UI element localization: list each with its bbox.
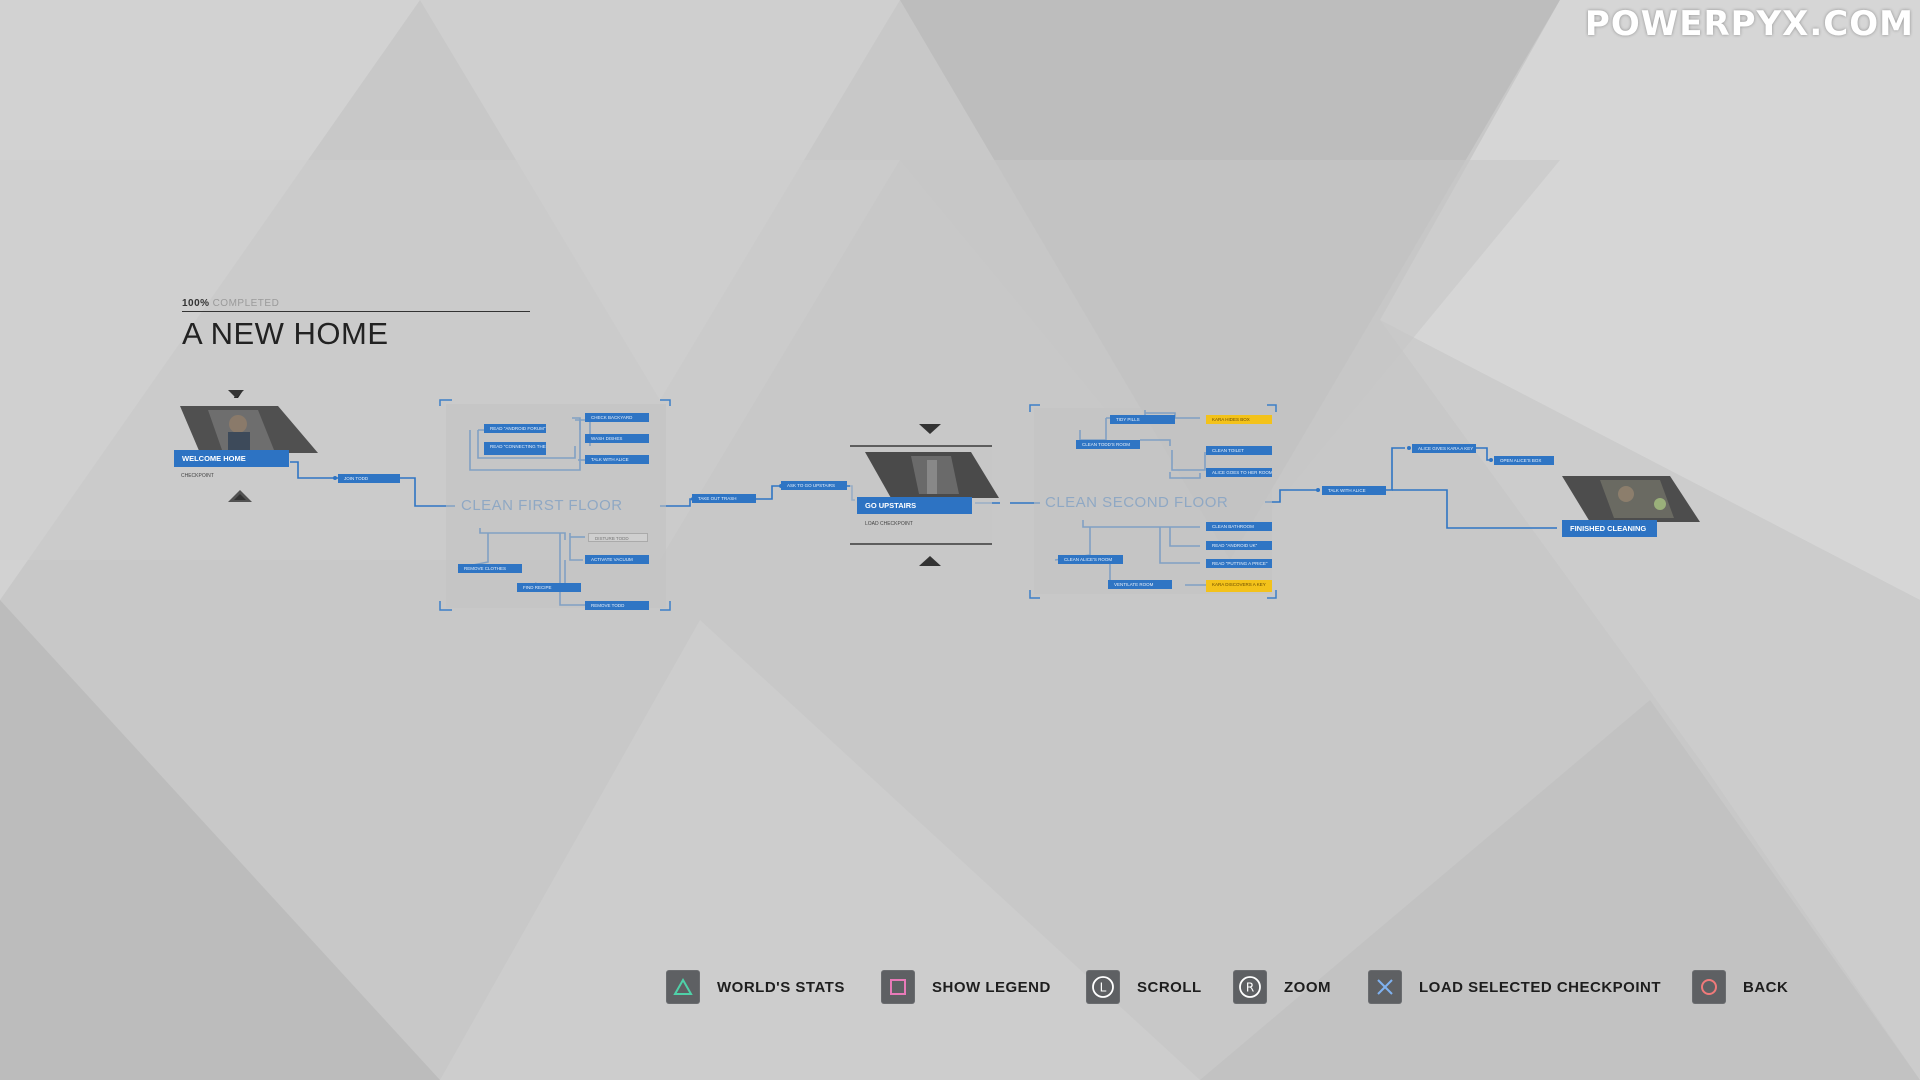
svg-text:L: L bbox=[1100, 981, 1107, 995]
node-read-connecting-dots[interactable]: READ "CONNECTING THE DOTS" bbox=[484, 442, 546, 455]
node-disturb-todd[interactable]: DISTURB TODD bbox=[588, 533, 648, 542]
watermark: POWERPYX.COM bbox=[1584, 4, 1914, 44]
node-activate-vacuum[interactable]: ACTIVATE VACUUM bbox=[585, 555, 649, 564]
node-remove-todd[interactable]: REMOVE TODD bbox=[585, 601, 649, 610]
prompt-label: SCROLL bbox=[1137, 978, 1202, 996]
load-checkpoint-label[interactable]: LOAD CHECKPOINT bbox=[865, 521, 913, 527]
finished-cleaning-thumbnail[interactable] bbox=[1560, 470, 1710, 536]
circle-button-icon bbox=[1692, 970, 1726, 1004]
prompt-zoom[interactable]: R ZOOM bbox=[1233, 968, 1331, 1006]
chapter-title: A NEW HOME bbox=[182, 316, 389, 351]
go-upstairs-label[interactable]: GO UPSTAIRS bbox=[857, 497, 972, 514]
node-talk-with-alice[interactable]: TALK WITH ALICE bbox=[585, 455, 649, 464]
go-upstairs-thumbnail[interactable] bbox=[855, 420, 1005, 570]
node-tidy-pills[interactable]: TIDY PILLS bbox=[1110, 415, 1175, 424]
prompt-worlds-stats[interactable]: WORLD'S STATS bbox=[666, 968, 845, 1006]
progress-percent: 100% bbox=[182, 298, 210, 309]
node-find-recipe[interactable]: FIND RECIPE bbox=[517, 583, 581, 592]
node-open-alices-box[interactable]: OPEN ALICE'S BOX bbox=[1494, 456, 1554, 465]
node-talk-with-alice-2[interactable]: TALK WITH ALICE bbox=[1322, 486, 1386, 495]
progress-label: COMPLETED bbox=[212, 298, 280, 309]
node-read-android-uk[interactable]: READ "ANDROID UK" bbox=[1206, 541, 1272, 550]
node-read-android-forum[interactable]: READ "ANDROID FORUM" bbox=[484, 424, 546, 433]
prompt-label: WORLD'S STATS bbox=[717, 978, 845, 996]
prompt-label: BACK bbox=[1743, 978, 1789, 996]
svg-text:R: R bbox=[1246, 981, 1254, 995]
node-wash-dishes[interactable]: WASH DISHES bbox=[585, 434, 649, 443]
prompt-label: ZOOM bbox=[1284, 978, 1331, 996]
prompt-load-selected-checkpoint[interactable]: LOAD SELECTED CHECKPOINT bbox=[1368, 968, 1661, 1006]
prompt-show-legend[interactable]: SHOW LEGEND bbox=[881, 968, 1051, 1006]
prompt-label: LOAD SELECTED CHECKPOINT bbox=[1419, 978, 1662, 996]
prompt-back[interactable]: BACK bbox=[1692, 968, 1788, 1006]
square-button-icon bbox=[881, 970, 915, 1004]
node-join-todd[interactable]: JOIN TODD bbox=[338, 474, 400, 483]
finished-cleaning-label[interactable]: FINISHED CLEANING bbox=[1562, 520, 1657, 537]
node-check-backyard[interactable]: CHECK BACKYARD bbox=[585, 413, 649, 422]
node-kara-discovers-key[interactable]: KARA DISCOVERS A KEY bbox=[1206, 580, 1272, 592]
node-alice-goes-to-room[interactable]: ALICE GOES TO HER ROOM bbox=[1206, 468, 1272, 477]
welcome-home-label[interactable]: WELCOME HOME bbox=[174, 450, 289, 467]
prompt-scroll[interactable]: L SCROLL bbox=[1086, 968, 1202, 1006]
node-alice-gives-key[interactable]: ALICE GIVES KARA A KEY bbox=[1412, 444, 1476, 453]
button-prompts: WORLD'S STATS SHOW LEGEND L SCROLL R ZOO… bbox=[0, 968, 1920, 1008]
group-clean-second-floor: CLEAN SECOND FLOOR bbox=[1045, 494, 1229, 511]
chapter-header: 100%COMPLETED A NEW HOME bbox=[182, 298, 530, 352]
node-clean-bathroom[interactable]: CLEAN BATHROOM bbox=[1206, 522, 1272, 531]
cross-button-icon bbox=[1368, 970, 1402, 1004]
node-take-out-trash[interactable]: TAKE OUT TRASH bbox=[692, 494, 756, 503]
completion-progress: 100%COMPLETED bbox=[182, 298, 530, 309]
node-remove-clothes[interactable]: REMOVE CLOTHES bbox=[458, 564, 522, 573]
node-clean-todds-room[interactable]: CLEAN TODD'S ROOM bbox=[1076, 440, 1140, 449]
node-ask-to-go-upstairs[interactable]: ASK TO GO UPSTAIRS bbox=[781, 481, 847, 490]
triangle-button-icon bbox=[666, 970, 700, 1004]
node-clean-alices-room[interactable]: CLEAN ALICE'S ROOM bbox=[1058, 555, 1123, 564]
welcome-home-sub: CHECKPOINT bbox=[181, 473, 214, 479]
prompt-label: SHOW LEGEND bbox=[932, 978, 1051, 996]
welcome-home-thumbnail[interactable] bbox=[178, 390, 318, 506]
r-stick-icon: R bbox=[1233, 970, 1267, 1004]
node-ventilate-room[interactable]: VENTILATE ROOM bbox=[1108, 580, 1172, 589]
group-clean-first-floor: CLEAN FIRST FLOOR bbox=[461, 497, 623, 514]
header-divider bbox=[182, 311, 530, 312]
node-read-putting-a-price[interactable]: READ "PUTTING A PRICE" bbox=[1206, 559, 1272, 568]
node-kara-hides-box[interactable]: KARA HIDES BOX bbox=[1206, 415, 1272, 424]
node-clean-toilet[interactable]: CLEAN TOILET bbox=[1206, 446, 1272, 455]
l-stick-icon: L bbox=[1086, 970, 1120, 1004]
